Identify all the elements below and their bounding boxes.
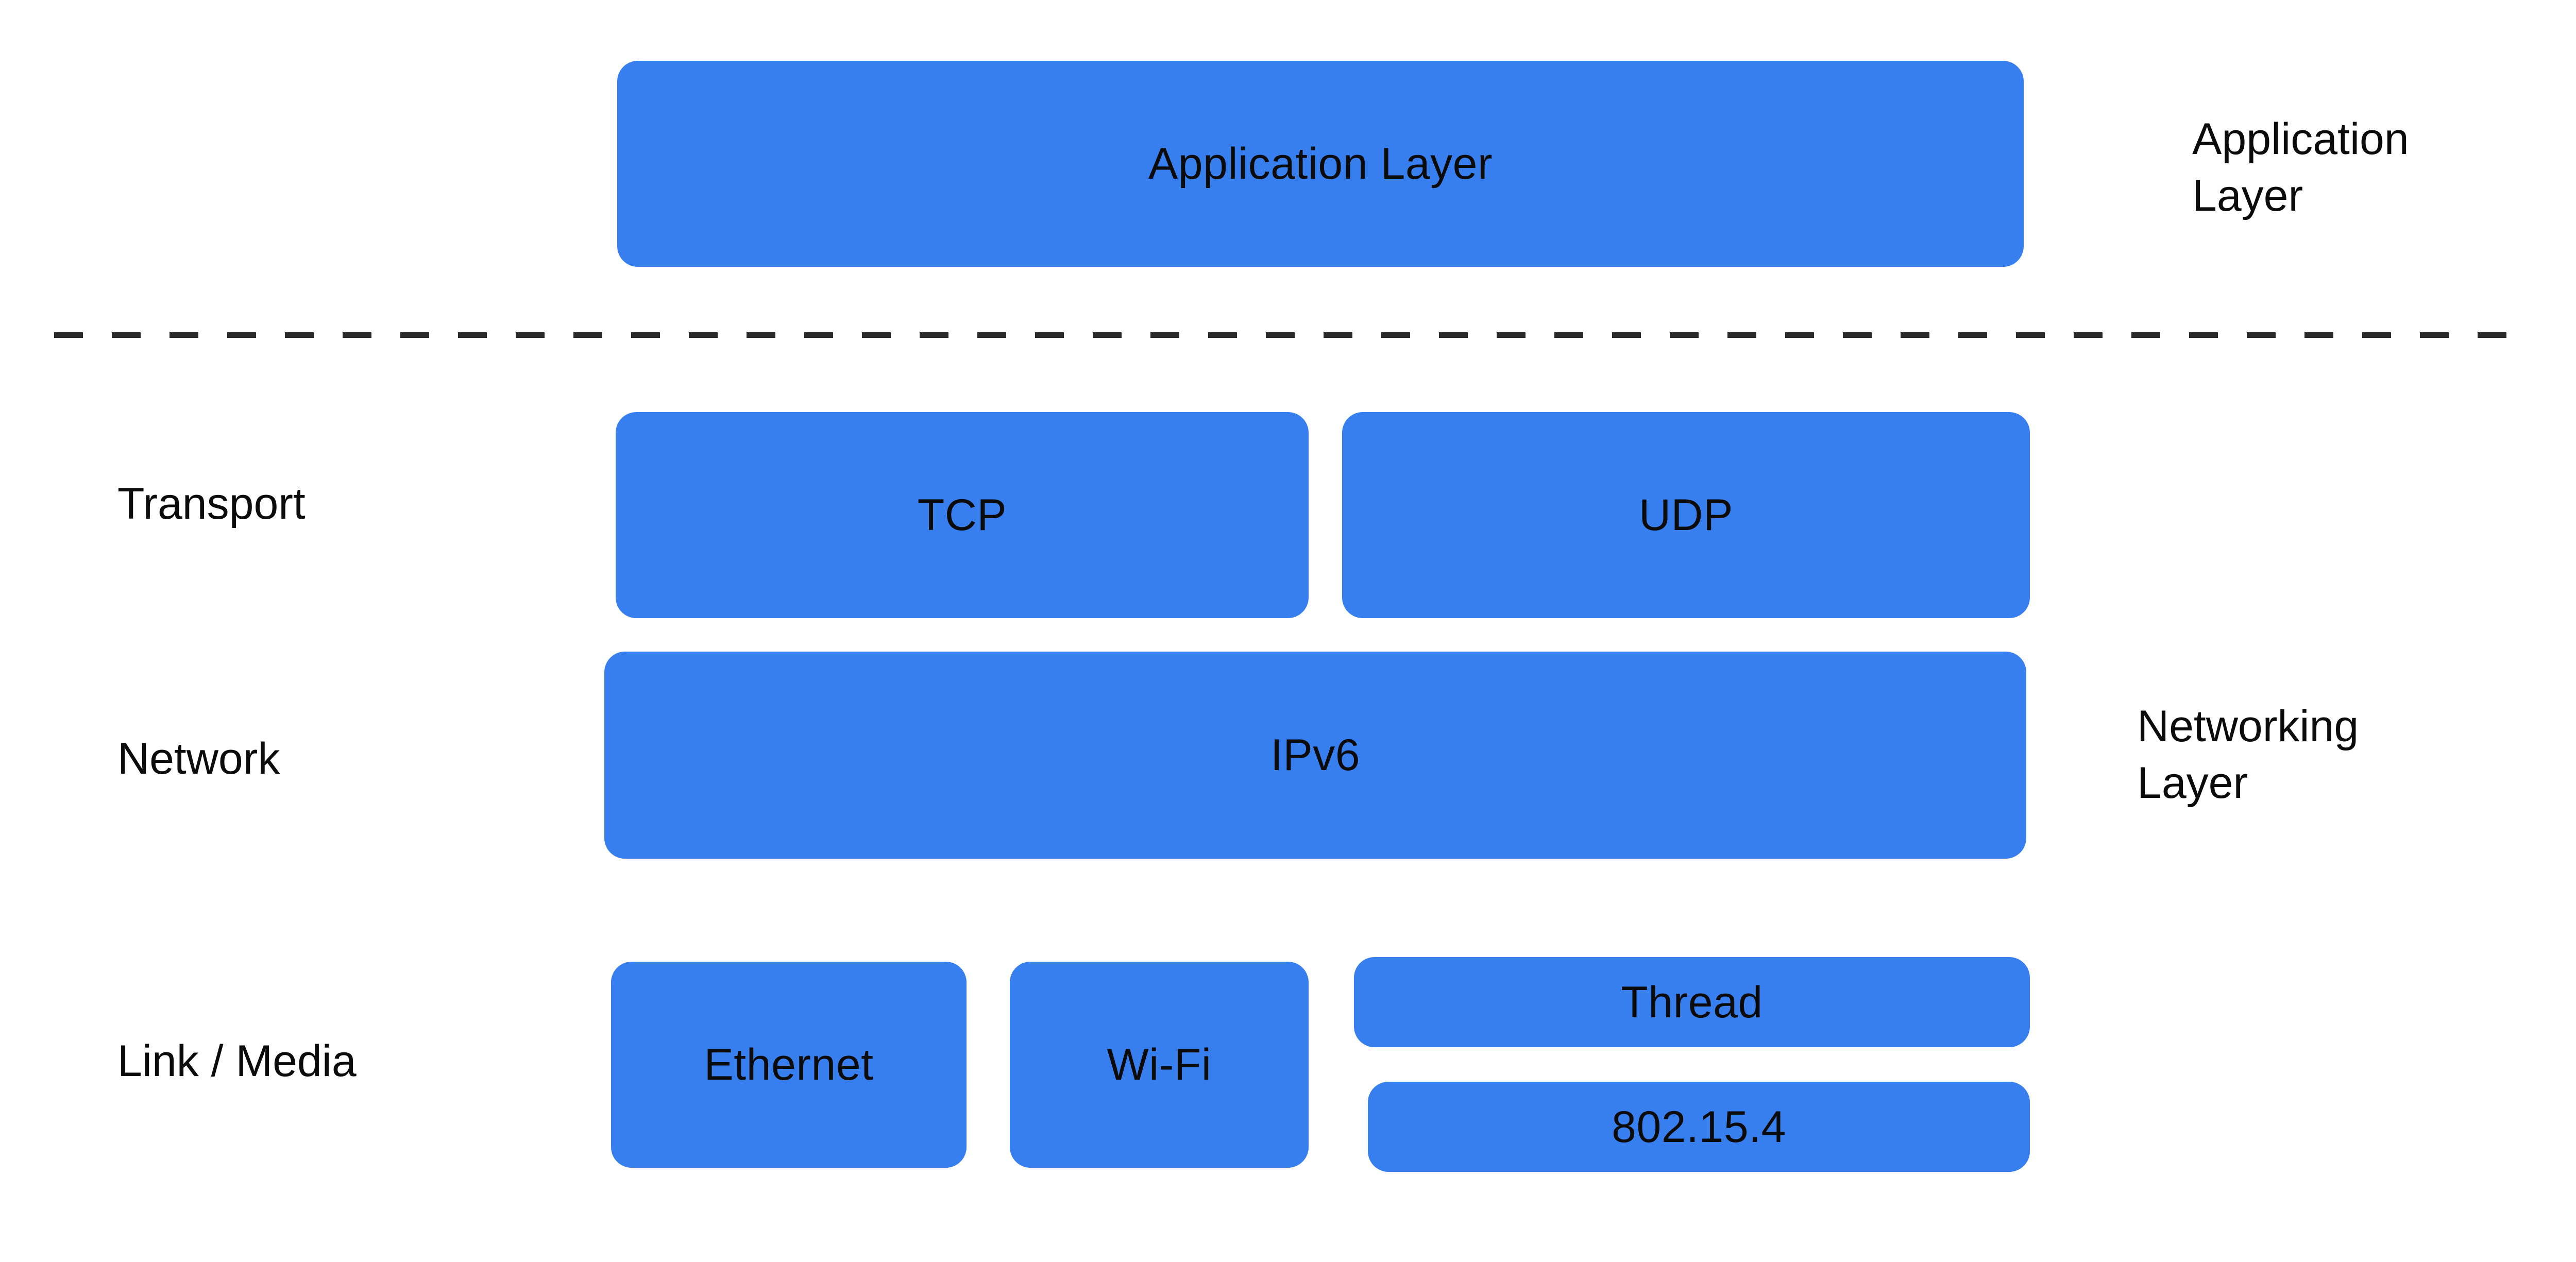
group-label-application-layer: Application Layer <box>2192 111 2576 224</box>
protocol-box-label: IPv6 <box>1270 730 1361 780</box>
row-label-link-media: Link / Media <box>117 1036 357 1086</box>
group-label-line-2: Layer <box>2192 171 2303 221</box>
protocol-box-label: Ethernet <box>704 1040 874 1089</box>
row-label-transport: Transport <box>117 479 306 528</box>
protocol-box-label: Wi-Fi <box>1107 1040 1212 1089</box>
group-label-line-2: Layer <box>2137 758 2248 808</box>
group-label-networking-layer: Networking Layer <box>2137 698 2529 811</box>
protocol-box-label: UDP <box>1638 490 1734 540</box>
protocol-box-udp[interactable]: UDP <box>1342 412 2030 618</box>
protocol-box-ipv6[interactable]: IPv6 <box>604 652 2026 859</box>
protocol-box-tcp[interactable]: TCP <box>616 412 1309 618</box>
group-label-line-1: Application <box>2192 114 2409 164</box>
protocol-box-thread[interactable]: Thread <box>1354 957 2030 1047</box>
row-label-network: Network <box>117 734 280 783</box>
group-label-line-1: Networking <box>2137 702 2359 751</box>
protocol-box-802-15-4[interactable]: 802.15.4 <box>1368 1082 2030 1172</box>
protocol-box-label: 802.15.4 <box>1612 1102 1786 1152</box>
protocol-box-application-layer[interactable]: Application Layer <box>617 61 2024 267</box>
dashed-divider <box>54 332 2522 338</box>
protocol-box-label: Application Layer <box>1148 139 1493 189</box>
protocol-box-ethernet[interactable]: Ethernet <box>611 962 967 1168</box>
protocol-box-label: TCP <box>917 490 1007 540</box>
protocol-box-wifi[interactable]: Wi-Fi <box>1010 962 1309 1168</box>
protocol-box-label: Thread <box>1621 977 1763 1027</box>
